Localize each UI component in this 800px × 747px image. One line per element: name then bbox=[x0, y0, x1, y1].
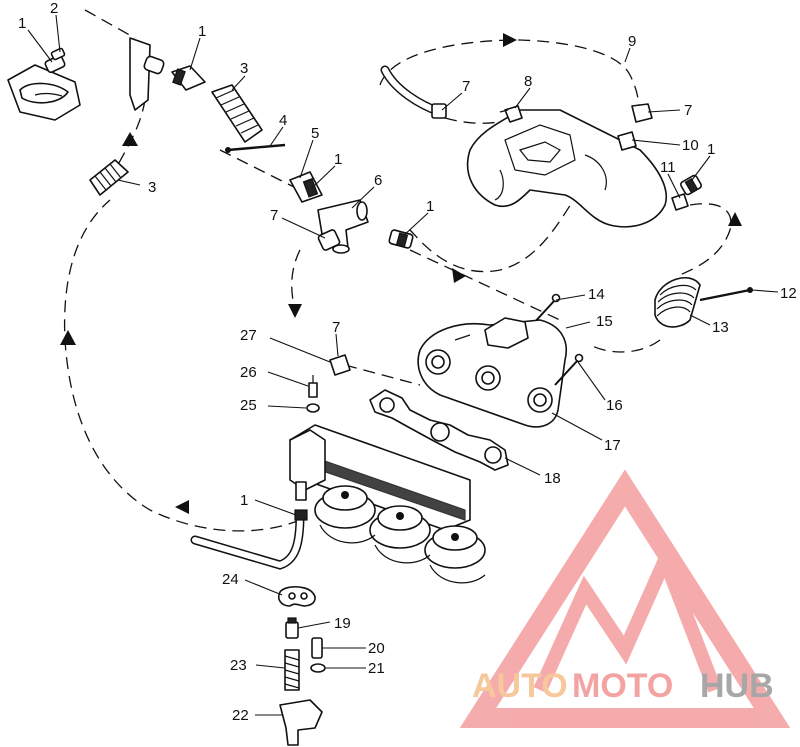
water-manifold-elbow bbox=[289, 429, 326, 501]
callout-labels: 1 2 1 3 3 4 5 1 6 7 1 9 7 8 7 10 11 1 14… bbox=[18, 0, 797, 724]
washer-21 bbox=[310, 663, 326, 673]
elbow-outlet-fitting bbox=[7, 64, 81, 121]
callout-18: 18 bbox=[544, 470, 561, 487]
callout-19: 19 bbox=[334, 615, 351, 632]
exhaust-manifold bbox=[417, 317, 567, 428]
ribbed-hose-left bbox=[89, 159, 129, 196]
bolt-16 bbox=[554, 353, 584, 386]
hose-connector-7-top bbox=[380, 65, 447, 119]
callout-9: 9 bbox=[628, 33, 636, 50]
callout-1-top-center: 1 bbox=[198, 23, 206, 40]
callout-7-top: 7 bbox=[462, 78, 470, 95]
flow-arrow-right-center bbox=[452, 268, 466, 283]
hose-connector-7-lower bbox=[329, 354, 351, 376]
callout-3-upper: 3 bbox=[240, 60, 248, 77]
watermark-text-moto: MOTO bbox=[572, 667, 673, 705]
callout-10: 10 bbox=[682, 137, 699, 154]
engine-cylinders bbox=[289, 424, 486, 584]
housing-22 bbox=[279, 699, 323, 746]
callout-22: 22 bbox=[232, 707, 249, 724]
fitting-11 bbox=[671, 193, 689, 211]
callout-20: 20 bbox=[368, 640, 385, 657]
ribbed-hose-right bbox=[654, 276, 701, 328]
flow-arrow-right-top bbox=[503, 33, 517, 47]
callout-1-far-right: 1 bbox=[707, 141, 715, 158]
callout-7-left: 7 bbox=[270, 207, 278, 224]
hose-connector-top bbox=[143, 55, 206, 91]
callout-1-bottom: 1 bbox=[240, 492, 248, 509]
watermark-logo bbox=[459, 469, 791, 728]
callout-14: 14 bbox=[588, 286, 605, 303]
callout-15: 15 bbox=[596, 313, 613, 330]
callout-6: 6 bbox=[374, 172, 382, 189]
callout-7-right: 7 bbox=[684, 102, 692, 119]
callout-2: 2 bbox=[50, 0, 58, 17]
callout-1-top-left: 1 bbox=[18, 15, 26, 32]
spring-23 bbox=[284, 649, 300, 691]
flow-arrow-up-left-1 bbox=[122, 132, 138, 146]
callout-17: 17 bbox=[604, 437, 621, 454]
flow-arrow-up-left-2 bbox=[60, 330, 76, 345]
callout-3-left: 3 bbox=[148, 179, 156, 196]
callout-7-lower: 7 bbox=[332, 319, 340, 336]
callout-11: 11 bbox=[660, 159, 676, 176]
flow-arrow-down-center bbox=[288, 304, 302, 318]
callout-5: 5 bbox=[311, 125, 319, 142]
fitting-10 bbox=[617, 131, 637, 151]
flow-arrow-up-right bbox=[728, 212, 742, 226]
flow-arrows bbox=[60, 33, 742, 514]
gasket-24 bbox=[277, 585, 316, 607]
hose-connector-5 bbox=[289, 171, 323, 203]
washer-25 bbox=[306, 403, 320, 413]
bolt-26 bbox=[308, 375, 318, 398]
coolant-flow-lines bbox=[63, 9, 732, 532]
hose-connector-7-left bbox=[317, 229, 341, 251]
callout-8: 8 bbox=[524, 73, 532, 90]
callout-21: 21 bbox=[368, 660, 385, 677]
cylinder-head-outline bbox=[466, 109, 667, 228]
flow-arrow-left-bottom bbox=[175, 500, 189, 514]
hose-connector-1-far-right bbox=[680, 174, 702, 196]
fitting-19 bbox=[285, 617, 299, 639]
bottom-return-hose bbox=[190, 509, 308, 570]
callout-4: 4 bbox=[279, 112, 287, 129]
manifold-gasket bbox=[369, 389, 509, 471]
callout-27: 27 bbox=[240, 327, 257, 344]
mounting-bracket bbox=[129, 37, 151, 111]
fitting-20 bbox=[311, 637, 323, 659]
clamp-rod bbox=[225, 143, 286, 153]
callout-25: 25 bbox=[240, 397, 257, 414]
callout-12: 12 bbox=[780, 285, 797, 302]
leader-lines bbox=[27, 14, 779, 716]
callout-26: 26 bbox=[240, 364, 257, 381]
callout-1-right-center: 1 bbox=[426, 198, 434, 215]
hose-clamp-fitting-top-left bbox=[44, 47, 66, 74]
watermark-text-hub: HUB bbox=[700, 667, 774, 705]
hose-connector-1-right bbox=[388, 229, 414, 249]
callout-16: 16 bbox=[606, 397, 623, 414]
watermark-text: AUTO MOTO HUB bbox=[472, 667, 774, 705]
clamp-rod-right bbox=[699, 287, 753, 302]
fitting-8 bbox=[499, 105, 523, 123]
callout-1-center: 1 bbox=[334, 151, 342, 168]
callout-24: 24 bbox=[222, 571, 239, 588]
watermark-text-auto: AUTO bbox=[472, 667, 568, 705]
callout-23: 23 bbox=[230, 657, 247, 674]
fitting-7-right bbox=[631, 103, 653, 123]
ribbed-hose-upper bbox=[211, 84, 263, 143]
callout-13: 13 bbox=[712, 319, 729, 336]
